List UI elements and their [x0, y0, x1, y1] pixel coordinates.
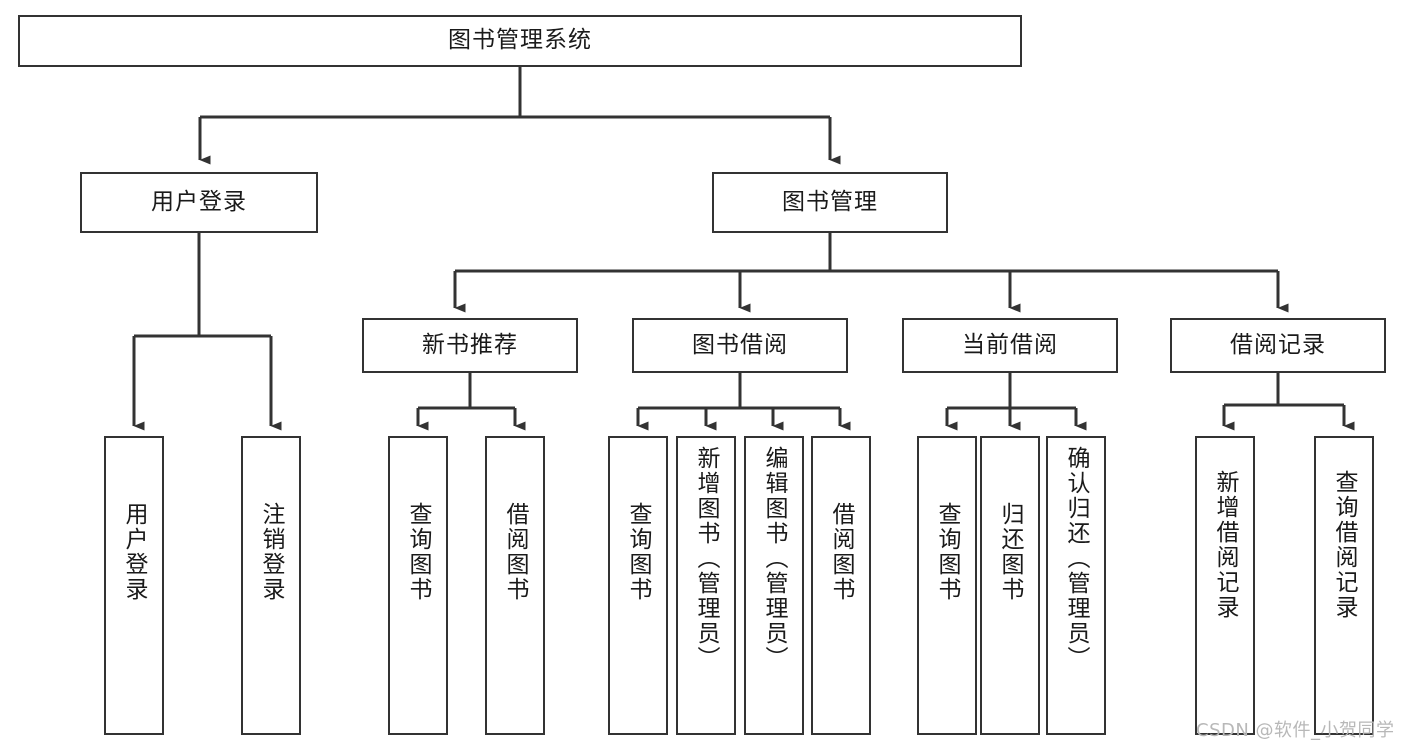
leaf-new-book-query[interactable]: 查询图书	[388, 436, 448, 735]
node-current-borrow-label: 当前借阅	[962, 331, 1058, 358]
leaf-borrow-edit-book[interactable]: 编辑图书（管理员）	[744, 436, 804, 735]
node-user-login[interactable]: 用户登录	[80, 172, 318, 233]
leaf-current-query-book[interactable]: 查询图书	[917, 436, 977, 735]
leaf-record-query[interactable]: 查询借阅记录	[1314, 436, 1374, 735]
node-borrow-record-label: 借阅记录	[1230, 331, 1326, 358]
leaf-new-book-query-label: 查询图书	[405, 502, 432, 602]
leaf-new-book-borrow-label: 借阅图书	[502, 502, 529, 602]
node-book-borrow[interactable]: 图书借阅	[632, 318, 848, 373]
leaf-current-return-book-label: 归还图书	[997, 502, 1024, 602]
leaf-record-add[interactable]: 新增借阅记录	[1195, 436, 1255, 735]
node-book-borrow-label: 图书借阅	[692, 331, 788, 358]
node-root-label: 图书管理系统	[448, 27, 592, 54]
node-new-book-recommend[interactable]: 新书推荐	[362, 318, 578, 373]
leaf-current-return-book[interactable]: 归还图书	[980, 436, 1040, 735]
node-book-manage-label: 图书管理	[782, 188, 878, 215]
leaf-current-query-book-label: 查询图书	[934, 502, 961, 602]
leaf-user-login-signout[interactable]: 注销登录	[241, 436, 301, 735]
leaf-current-confirm-return-label: 确认归还（管理员）	[1063, 446, 1090, 671]
leaf-borrow-query-book-label: 查询图书	[625, 502, 652, 602]
leaf-borrow-query-book[interactable]: 查询图书	[608, 436, 668, 735]
node-new-book-recommend-label: 新书推荐	[422, 331, 518, 358]
leaf-new-book-borrow[interactable]: 借阅图书	[485, 436, 545, 735]
leaf-borrow-add-book-label: 新增图书（管理员）	[693, 446, 720, 671]
leaf-borrow-lend-book[interactable]: 借阅图书	[811, 436, 871, 735]
leaf-user-login-signin[interactable]: 用户登录	[104, 436, 164, 735]
leaf-user-login-signout-label: 注销登录	[258, 502, 285, 602]
node-current-borrow[interactable]: 当前借阅	[902, 318, 1118, 373]
node-user-login-label: 用户登录	[151, 188, 247, 215]
leaf-borrow-lend-book-label: 借阅图书	[828, 502, 855, 602]
leaf-borrow-edit-book-label: 编辑图书（管理员）	[761, 446, 788, 671]
node-borrow-record[interactable]: 借阅记录	[1170, 318, 1386, 373]
leaf-borrow-add-book[interactable]: 新增图书（管理员）	[676, 436, 736, 735]
leaf-record-query-label: 查询借阅记录	[1331, 470, 1358, 620]
node-root[interactable]: 图书管理系统	[18, 15, 1022, 67]
leaf-current-confirm-return[interactable]: 确认归还（管理员）	[1046, 436, 1106, 735]
leaf-record-add-label: 新增借阅记录	[1212, 470, 1239, 620]
node-book-manage[interactable]: 图书管理	[712, 172, 948, 233]
leaf-user-login-signin-label: 用户登录	[121, 502, 148, 602]
